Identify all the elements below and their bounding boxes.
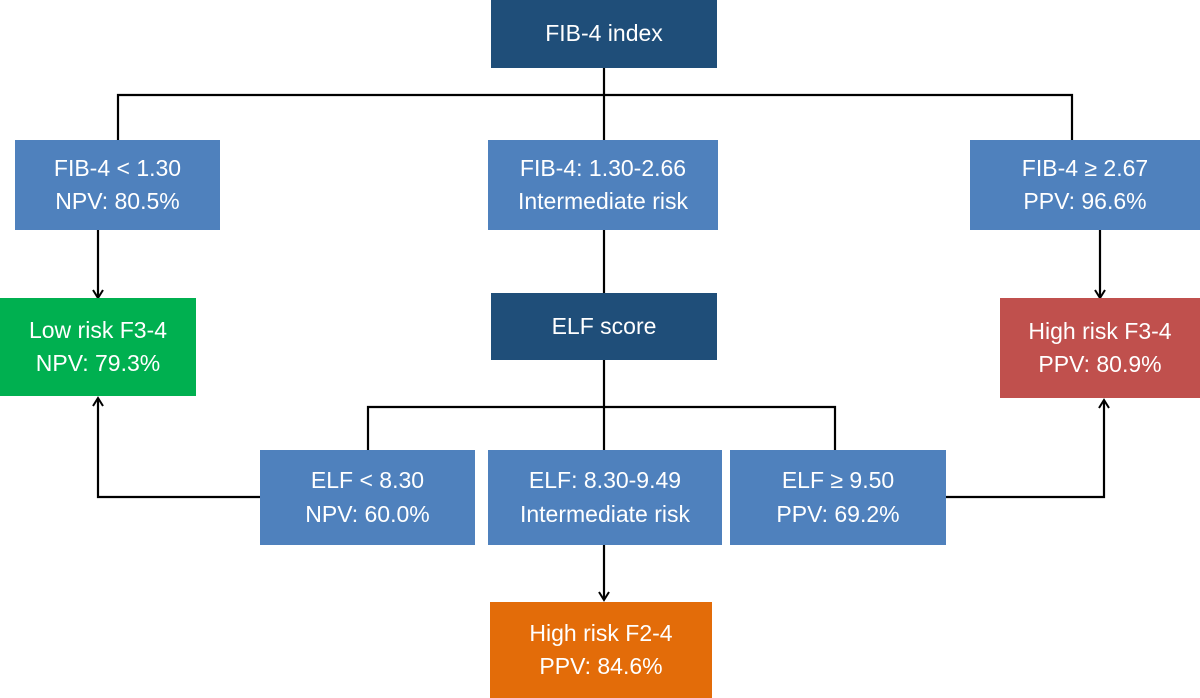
node-fib4-index-label: FIB-4 index xyxy=(545,20,663,47)
node-fib4-low-threshold: FIB-4 < 1.30 xyxy=(53,154,182,181)
node-high-risk-f3-4-title: High risk F3-4 xyxy=(1028,317,1172,344)
node-high-risk-f2-4-title: High risk F2-4 xyxy=(529,619,673,646)
node-fib4-intermediate-threshold: FIB-4: 1.30-2.66 xyxy=(519,154,687,181)
node-high-risk-f3-4: High risk F3-4 PPV: 80.9% xyxy=(1000,298,1200,398)
node-elf-low: ELF < 8.30 NPV: 60.0% xyxy=(260,450,475,545)
node-elf-intermediate-threshold: ELF: 8.30-9.49 xyxy=(528,467,682,494)
node-low-risk-f3-4: Low risk F3-4 NPV: 79.3% xyxy=(0,298,196,396)
node-fib4-high: FIB-4 ≥ 2.67 PPV: 96.6% xyxy=(970,140,1200,230)
node-fib4-high-threshold: FIB-4 ≥ 2.67 xyxy=(1021,154,1149,181)
node-high-risk-f2-4: High risk F2-4 PPV: 84.6% xyxy=(490,602,712,698)
node-elf-high-value: PPV: 69.2% xyxy=(776,500,900,527)
node-fib4-intermediate: FIB-4: 1.30-2.66 Intermediate risk xyxy=(488,140,718,230)
node-elf-low-threshold: ELF < 8.30 xyxy=(310,467,425,494)
connector-fib4-branch xyxy=(116,93,1074,140)
node-low-risk-f3-4-title: Low risk F3-4 xyxy=(28,316,168,343)
arrow-elf-high-to-high-risk xyxy=(946,398,1110,499)
node-low-risk-f3-4-value: NPV: 79.3% xyxy=(35,350,161,376)
node-elf-low-value: NPV: 60.0% xyxy=(305,500,430,527)
node-fib4-low: FIB-4 < 1.30 NPV: 80.5% xyxy=(15,140,220,230)
node-elf-intermediate-value: Intermediate risk xyxy=(519,500,690,527)
node-elf-intermediate: ELF: 8.30-9.49 Intermediate risk xyxy=(488,450,722,545)
node-elf-high: ELF ≥ 9.50 PPV: 69.2% xyxy=(730,450,946,545)
node-fib4-intermediate-value: Intermediate risk xyxy=(517,188,688,214)
node-elf-score: ELF score xyxy=(491,293,717,360)
node-elf-high-threshold: ELF ≥ 9.50 xyxy=(781,467,895,494)
node-fib4-low-value: NPV: 80.5% xyxy=(55,188,180,214)
node-elf-score-label: ELF score xyxy=(551,312,657,339)
node-high-risk-f2-4-value: PPV: 84.6% xyxy=(539,653,663,679)
connector-elf-branch xyxy=(366,405,837,450)
arrow-elf-low-to-low-risk xyxy=(92,396,260,499)
node-fib4-index: FIB-4 index xyxy=(491,0,717,68)
node-fib4-high-value: PPV: 96.6% xyxy=(1023,188,1147,214)
node-high-risk-f3-4-value: PPV: 80.9% xyxy=(1038,351,1162,377)
